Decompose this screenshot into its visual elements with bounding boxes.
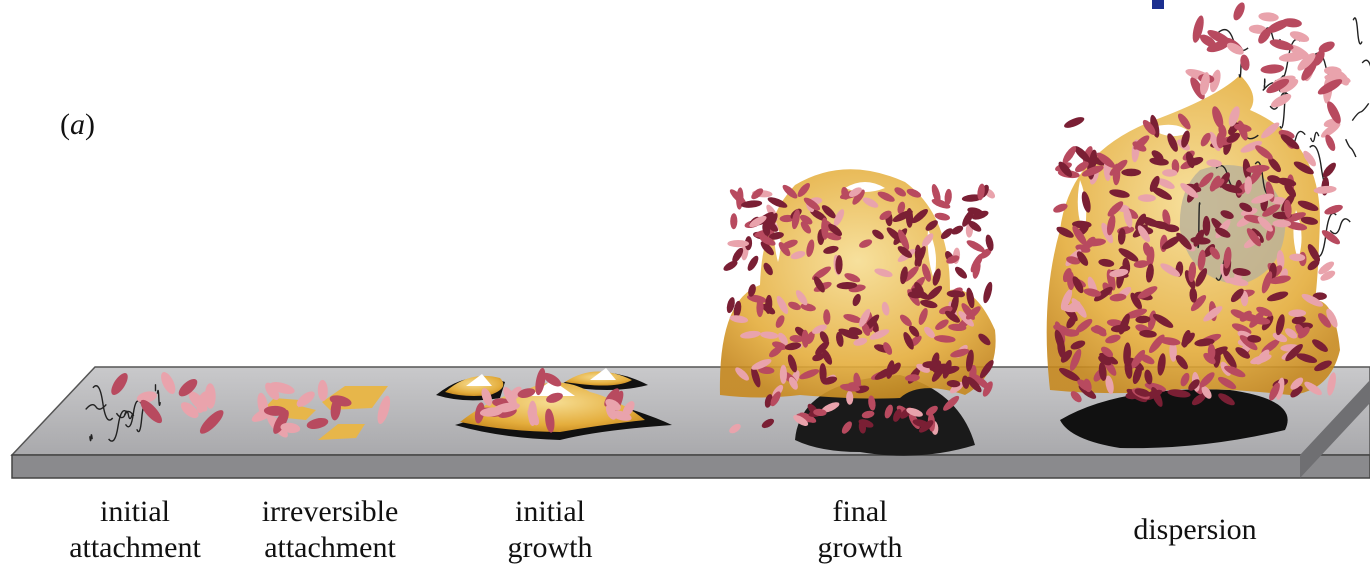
flagellum [1362, 60, 1370, 80]
stage-label-final-growth: final growth [780, 494, 940, 566]
bacterium-cell [984, 234, 995, 252]
bacterium-cell [922, 361, 937, 368]
bacterium-cell [730, 213, 737, 229]
corner-marker [1152, 0, 1164, 9]
stage-label-dispersion: dispersion [1110, 512, 1280, 548]
bacterium-cell [1288, 29, 1310, 44]
bacterium-cell [953, 265, 969, 281]
bacterium-cell [727, 240, 749, 247]
flagellum [1330, 219, 1350, 234]
stage-label-line: attachment [55, 530, 215, 566]
stage-label-line: irreversible [240, 494, 420, 530]
bacterium-cell [1121, 169, 1141, 177]
stage-label-line: initial [470, 494, 630, 530]
bacterium-cell [965, 238, 986, 254]
bacterium-cell [780, 365, 787, 384]
stage-dispersion [1047, 0, 1370, 448]
flagellum [1311, 132, 1319, 141]
panel-label: (a) [60, 108, 95, 142]
stage-label-line: growth [780, 530, 940, 566]
flagellum [1346, 139, 1356, 157]
stage-label-line: attachment [240, 530, 420, 566]
flagellum [1352, 103, 1368, 120]
bacterium-cell [1321, 161, 1339, 180]
flagellum [1353, 18, 1362, 44]
stage-label-line: dispersion [1110, 512, 1280, 548]
stage-label-irreversible-attachment: irreversible attachment [240, 494, 420, 566]
stage-label-initial-growth: initial growth [470, 494, 630, 566]
bacterium-cell [1060, 144, 1078, 165]
stage-label-initial-attachment: initial attachment [55, 494, 215, 566]
bacterium-cell [1260, 63, 1284, 74]
substrate-front [12, 455, 1370, 478]
bacterium-cell [1269, 91, 1293, 110]
stage-label-line: final [780, 494, 940, 530]
bacterium-cell [1323, 203, 1344, 217]
flagellum [1264, 79, 1265, 89]
bacterium-cell [1063, 115, 1086, 130]
bacterium-cell [934, 211, 951, 221]
bacterium-cell [1258, 12, 1279, 23]
stage-label-line: growth [470, 530, 630, 566]
stage-label-line: initial [55, 494, 215, 530]
bacterium-cell [746, 254, 761, 272]
bacterium-cell [1231, 1, 1247, 22]
bacterium-cell [981, 281, 994, 304]
